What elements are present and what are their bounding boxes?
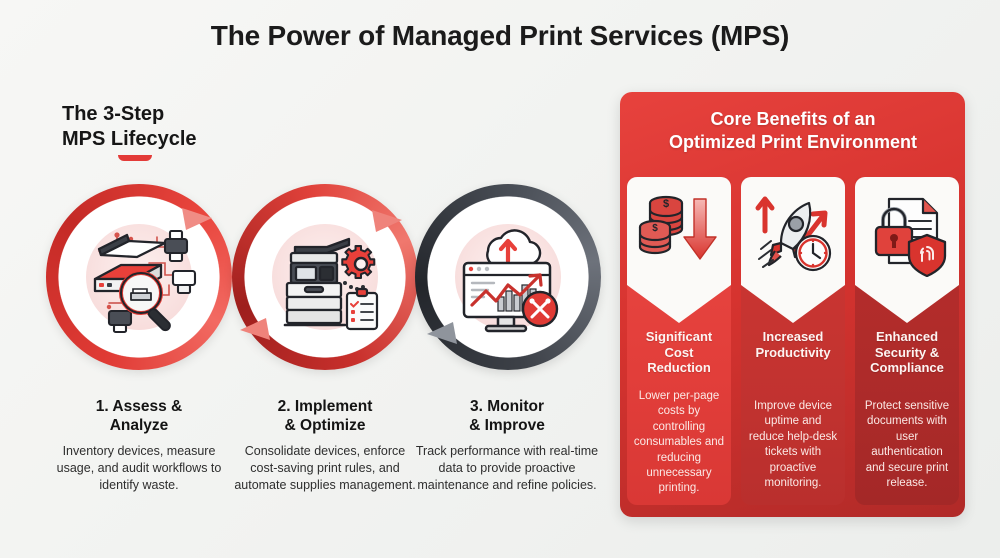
benefit-1-title: Significant Cost Reduction [631, 329, 727, 376]
benefit-3-title-line2: Security & [874, 344, 940, 360]
step-1-title: 1. Assess & Analyze [44, 398, 234, 436]
step-3-description: Track performance with real-time data to… [415, 443, 599, 493]
benefit-1-description: Lower per-page costs by controlling cons… [633, 390, 725, 495]
lifecycle-heading: The 3-Step MPS Lifecycle [62, 102, 292, 152]
step-2-arrow-head-icon [372, 210, 402, 232]
benefit-1-title-line3: Reduction [647, 360, 711, 376]
step-3-title: 3. Monitor & Improve [412, 398, 602, 436]
page-title: The Power of Managed Print Services (MPS… [210, 20, 790, 51]
benefits-panel-title: Core Benefits of an Optimized Print Envi… [628, 108, 958, 155]
benefit-3-icon-plate [855, 177, 959, 323]
benefit-3-title: Enhanced Security & Compliance [859, 329, 955, 376]
benefit-card-productivity[interactable]: Increased Productivity Improve device up… [741, 177, 845, 505]
svg-text:$: $ [663, 198, 669, 210]
svg-text:$: $ [652, 223, 658, 234]
benefit-2-description: Improve device uptime and reduce help-de… [748, 400, 838, 490]
benefit-3-title-line3: Compliance [870, 360, 944, 376]
benefit-2-title: Increased Productivity [745, 329, 841, 360]
step-3-arrow-head-back-icon [427, 322, 457, 344]
benefit-1-title-line2: Cost [664, 344, 694, 360]
lifecycle-step-1-circle[interactable] [46, 184, 232, 370]
lifecycle-step-2-circle[interactable] [232, 184, 418, 370]
lifecycle-step-3-circle[interactable] [415, 184, 601, 370]
step-3-title-line2: & Improve [469, 416, 545, 434]
step-1-icon-disc [85, 223, 197, 334]
step-3-icon-disc [454, 223, 562, 333]
scanner-magnifier-printers-icon [93, 229, 197, 334]
benefit-1-icon-plate: $ $ [627, 177, 731, 323]
benefit-card-security-compliance[interactable]: Enhanced Security & Compliance Protect s… [855, 177, 959, 505]
lifecycle-step-2-text: 2. Implement & Optimize Consolidate devi… [230, 398, 420, 495]
benefits-title-line2: Optimized Print Environment [668, 132, 918, 153]
step-2-arrow-head-back-icon [240, 318, 270, 340]
lifecycle-step-3-text: 3. Monitor & Improve Track performance w… [412, 398, 602, 495]
monitor-chart-cloud-tools-icon [462, 229, 559, 333]
benefit-2-title-line1: Increased [762, 329, 824, 344]
step-2-title: 2. Implement & Optimize [230, 398, 420, 436]
benefit-3-title-line1: Enhanced [875, 329, 939, 344]
step-3-title-line1: 3. Monitor [469, 398, 545, 415]
step-1-description: Inventory devices, measure usage, and au… [56, 443, 222, 493]
step-2-description: Consolidate devices, enforce cost-saving… [234, 443, 416, 493]
benefit-1-title-line1: Significant [645, 329, 713, 344]
step-1-arrow-head-icon [182, 208, 212, 230]
benefits-title-line1: Core Benefits of an [710, 109, 876, 129]
lifecycle-heading-underline [118, 155, 152, 161]
step-1-title-line2: Analyze [109, 416, 169, 434]
lifecycle-heading-line1: The 3-Step [62, 103, 165, 125]
step-1-title-line1: 1. Assess & [95, 398, 183, 415]
lifecycle-step-1-text: 1. Assess & Analyze Inventory devices, m… [44, 398, 234, 495]
benefit-2-title-line2: Productivity [755, 344, 831, 360]
coins-down-arrow-icon: $ $ [638, 195, 717, 260]
benefit-card-cost-reduction[interactable]: $ $ Significant Cost Reduction Lower per… [627, 177, 731, 505]
step-2-title-line1: 2. Implement [277, 398, 373, 415]
benefit-3-description: Protect sensitive documents with user au… [864, 400, 950, 490]
rocket-clock-up-arrows-icon [755, 196, 832, 272]
copier-gear-checklist-icon [283, 237, 379, 331]
lock-document-shield-fingerprint-icon [874, 197, 947, 277]
step-2-icon-disc [271, 223, 379, 331]
lifecycle-heading-line2: MPS Lifecycle [62, 128, 197, 151]
step-2-title-line2: & Optimize [284, 416, 366, 434]
benefit-2-icon-plate [741, 177, 845, 323]
